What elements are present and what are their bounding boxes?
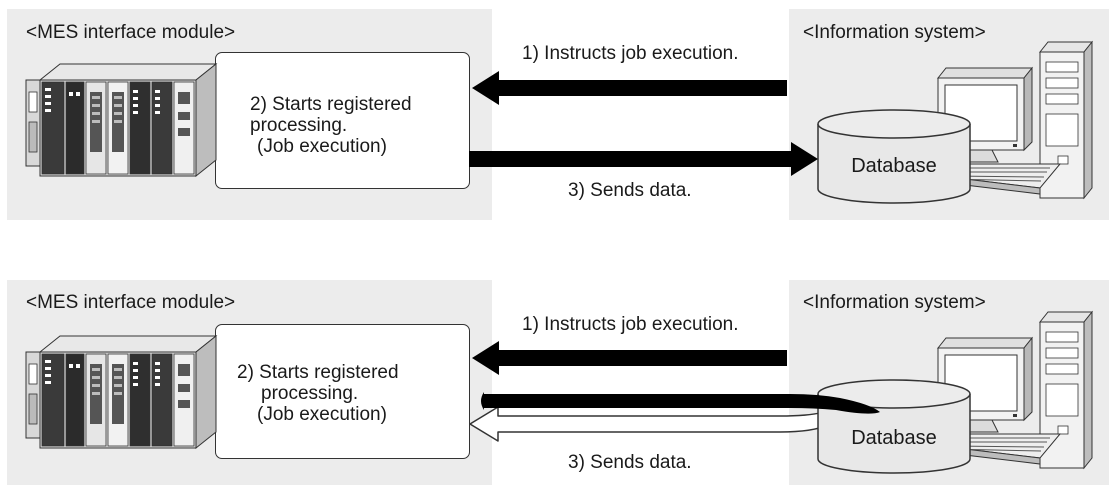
send-arrow-2-band (484, 394, 880, 414)
database-icon-1 (817, 109, 971, 204)
plc-module-icon-1 (25, 63, 217, 177)
process-line-1a: 2) Starts registered (250, 94, 412, 115)
process-line-2a: 2) Starts registered (237, 362, 399, 383)
send-label-2: 3) Sends data. (568, 452, 692, 473)
database-label-1: Database (851, 155, 937, 177)
instruct-label-2: 1) Instructs job execution. (522, 314, 739, 335)
database-label-2: Database (851, 427, 937, 449)
process-line-1b: processing. (250, 115, 348, 136)
process-box-1: 2) Starts registered processing. (Job ex… (215, 52, 470, 189)
plc-module-icon-2 (25, 335, 217, 449)
send-arrow-2-band-tail (481, 392, 484, 410)
module-title-1: <MES interface module> (26, 22, 236, 43)
send-arrow-1 (469, 142, 818, 176)
process-line-2b: processing. (261, 383, 359, 404)
system-title-2: <Information system> (803, 292, 986, 313)
process-line-2c: (Job execution) (257, 404, 387, 425)
system-title-1: <Information system> (803, 22, 986, 43)
instruct-arrow-1 (472, 71, 787, 105)
instruct-arrow-2 (472, 341, 787, 375)
module-title-2: <MES interface module> (26, 292, 236, 313)
database-icon-2 (817, 379, 971, 474)
send-label-1: 3) Sends data. (568, 180, 692, 201)
instruct-label-1: 1) Instructs job execution. (522, 43, 739, 64)
process-line-1c: (Job execution) (257, 136, 387, 157)
